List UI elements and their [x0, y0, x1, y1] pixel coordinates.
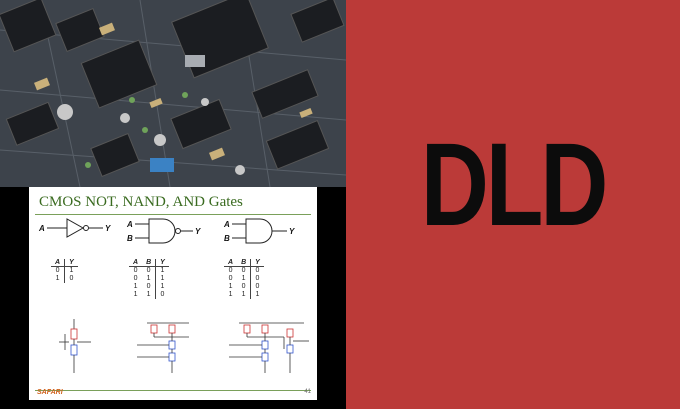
table-header: A: [129, 259, 143, 267]
nand-gate-icon: A B Y: [126, 218, 201, 244]
table-cell: 1: [241, 275, 246, 282]
not-schematic: [59, 319, 91, 373]
table-cell: 1: [64, 266, 78, 275]
gate-symbols: A Y A B Y A B Y: [38, 218, 295, 244]
nand-schematic: [137, 322, 189, 373]
and-gate-icon: A B Y: [223, 218, 295, 244]
table-cell: 0: [250, 283, 264, 291]
table-cell: 1: [155, 275, 169, 283]
table-header: Y: [250, 259, 264, 267]
table-cell: 1: [241, 291, 246, 298]
table-cell: 0: [241, 267, 246, 274]
table-cell: 0: [250, 266, 264, 275]
table-cell: 0: [146, 283, 151, 290]
table-cell: 1: [133, 283, 138, 290]
svg-text:A: A: [126, 220, 133, 229]
svg-text:Y: Y: [195, 227, 201, 236]
title-divider: [35, 214, 311, 215]
table-cell: 1: [133, 291, 138, 298]
table-header: B: [237, 259, 251, 267]
footer-divider: [35, 390, 311, 391]
table-header: A: [224, 259, 238, 267]
table-cell: 1: [146, 291, 151, 298]
table-header: Y: [64, 259, 78, 267]
table-cell: 1: [155, 283, 169, 291]
table-cell: 1: [228, 291, 233, 298]
table-header: A: [51, 259, 65, 267]
table-cell: 0: [133, 267, 138, 274]
svg-text:Y: Y: [289, 227, 295, 236]
table-header: Y: [155, 259, 169, 267]
and-schematic: [229, 322, 309, 373]
table-cell: 0: [64, 275, 78, 283]
brand-logo: SAFARI: [37, 389, 63, 396]
not-gate-icon: A Y: [38, 218, 111, 238]
slide-title: CMOS NOT, NAND, AND Gates: [39, 194, 243, 210]
table-header: B: [142, 259, 156, 267]
circuit-board-photo: [0, 0, 346, 187]
table-cell: 0: [250, 275, 264, 283]
table-cell: 0: [228, 267, 233, 274]
table-cell: 1: [146, 275, 151, 282]
svg-text:A: A: [223, 220, 230, 229]
bottom-strip: [0, 400, 346, 409]
table-cell: 1: [228, 283, 233, 290]
table-cell: 1: [250, 291, 264, 299]
dld-banner: DLD: [346, 0, 680, 409]
svg-text:A: A: [38, 224, 45, 233]
cmos-schematics: [59, 319, 309, 373]
table-cell: 0: [155, 291, 169, 299]
table-cell: 1: [155, 266, 169, 275]
svg-text:Y: Y: [105, 224, 111, 233]
table-cell: 0: [133, 275, 138, 282]
slide-page-number: 41: [304, 389, 311, 395]
svg-text:B: B: [224, 234, 230, 243]
table-cell: 0: [228, 275, 233, 282]
table-cell: 0: [241, 283, 246, 290]
table-cell: 0: [146, 267, 151, 274]
cmos-slide: CMOS NOT, NAND, AND Gates A Y A B Y A B: [29, 187, 317, 400]
circuit-board-image: [0, 0, 346, 187]
dld-title: DLD: [420, 119, 609, 251]
table-cell: 1: [55, 275, 60, 282]
table-cell: 0: [55, 267, 60, 274]
svg-text:B: B: [127, 234, 133, 243]
